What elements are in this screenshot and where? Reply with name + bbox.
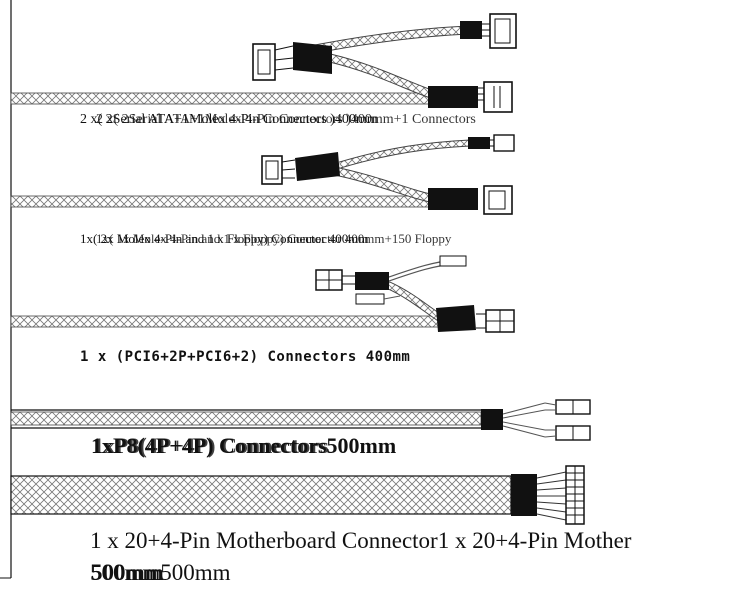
cable-5-sublabel-overprint: 500mm: [91, 560, 164, 585]
cable-2-drawing: [10, 134, 515, 215]
cable-2-sleeve: [10, 195, 442, 208]
cable-4-label-overprint: 1xP8(4P+4P) Connectors: [93, 433, 329, 458]
pcie-pin-3b: [355, 293, 385, 305]
cable-5-label: 1 x 20+4-Pin Motherboard Connector1 x 20…: [90, 528, 632, 553]
cable-3-drawing: [10, 255, 515, 333]
cable-4-label: 1xP8(4P+4P) Connectors500mm: [91, 433, 397, 458]
cable-5-sleeve: [10, 475, 512, 515]
cable-1-label: 2 x( 2Serial ATA+1Molex 4-Pin Connectors…: [80, 112, 378, 127]
cable-4-sleeve: [10, 411, 482, 426]
floppy-connector-2: [493, 134, 515, 152]
cable-2-label-overprint: 1x( 1x Molex 4-Pin and 1 x Floppy) Conne…: [96, 231, 452, 246]
cable-1-label-overprint: 2 x( 2Serial ATA+1Molex 4-Pin Connectors…: [96, 112, 476, 127]
cable-1-sleeve: [10, 92, 442, 105]
pcie-pin-3a: [439, 255, 467, 267]
cable-5-drawing: [10, 465, 585, 525]
cable-1-drawing: [10, 13, 517, 113]
cable-4-drawing: [10, 399, 591, 441]
cable-3-label: 1 x (PCI6+2P+PCI6+2) Connectors 400mm: [80, 349, 411, 365]
sata-connector-1: [483, 81, 513, 113]
cable-3-sleeve: [10, 315, 442, 328]
cable-2-label: 1x( 2x Molex 4-Pin and 1 x Floppy) Conne…: [80, 231, 369, 246]
cable-5-sublabel: 500mm500mm: [90, 560, 231, 585]
